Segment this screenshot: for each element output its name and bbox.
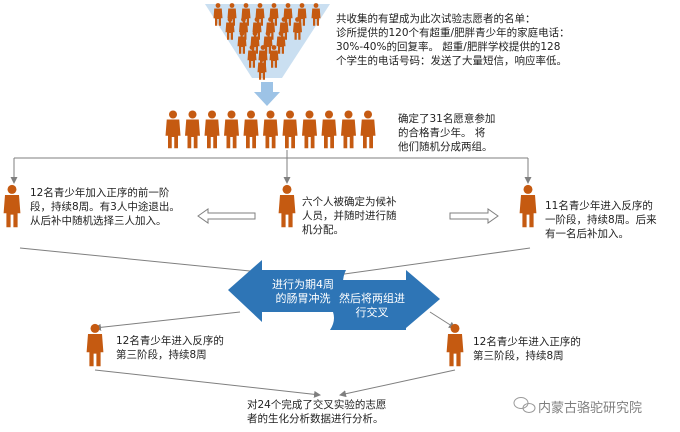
intro-text: 共收集的有望成为此次试验志愿者的名单： 诊所提供的120个有超重/肥胖青少年的家… [336, 13, 570, 67]
final-analysis-text: 对24个完成了交叉实验的志愿 者的生化分析数据进行分析。 [247, 399, 387, 425]
volunteer-person-icon [341, 110, 356, 149]
crossover-label: 然后将两组进 行交叉 [339, 292, 405, 319]
wechat-logo-icon [513, 397, 536, 413]
volunteer-person-icon [204, 110, 220, 149]
down-arrow-icon [254, 82, 280, 106]
volunteer-person-icon [360, 110, 376, 149]
volunteer-person-icon [282, 110, 298, 149]
left-group-person-icon [3, 184, 21, 228]
right-group-person-icon [519, 184, 537, 228]
middle-group-person-icon [278, 184, 296, 228]
volunteer-person-icon [165, 110, 181, 149]
volunteer-person-icon [243, 110, 259, 149]
connector-lines [10, 150, 532, 398]
volunteer-person-icon [321, 110, 337, 149]
volunteer-person-icon [224, 110, 239, 149]
right-phase3-person-icon [446, 323, 464, 367]
washout-label: 进行为期4周 的肠胃冲洗 [272, 278, 334, 305]
left-phase3-person-icon [86, 323, 104, 367]
volunteer-person-icon [185, 110, 200, 149]
right-phase3-text: 12名青少年进入正序的 第三阶段，持续8周 [473, 336, 581, 362]
middle-group-text: 六个人被确定为候补 人员，并随时进行随 机分配。 [302, 196, 397, 236]
watermark-text: 内蒙古骆驼研究院 [538, 401, 643, 416]
left-hollow-arrow-icon [197, 208, 256, 224]
volunteer-person-icon [302, 110, 317, 149]
right-hollow-arrow-icon [449, 208, 499, 224]
left-group-text: 12名青少年加入正序的前一阶 段，持续8周。有3人中途退出。 从后补中随机选择三… [30, 187, 180, 227]
selected-volunteers-icon [165, 110, 376, 149]
crossover-arrow-shape [330, 270, 440, 330]
left-phase3-text: 12名青少年进入反序的 第三阶段，持续8周 [116, 335, 224, 361]
volunteer-person-icon [263, 110, 278, 149]
selected-text: 确定了31名愿意参加 的合格青少年。 将 他们随机分成两组。 [398, 113, 496, 153]
right-group-text: 11名青少年进入反序的 一阶段，持续8周。后来 有一名后补加入。 [545, 200, 657, 240]
washout-arrow-shape [228, 260, 346, 322]
funnel-icon [205, 3, 330, 80]
